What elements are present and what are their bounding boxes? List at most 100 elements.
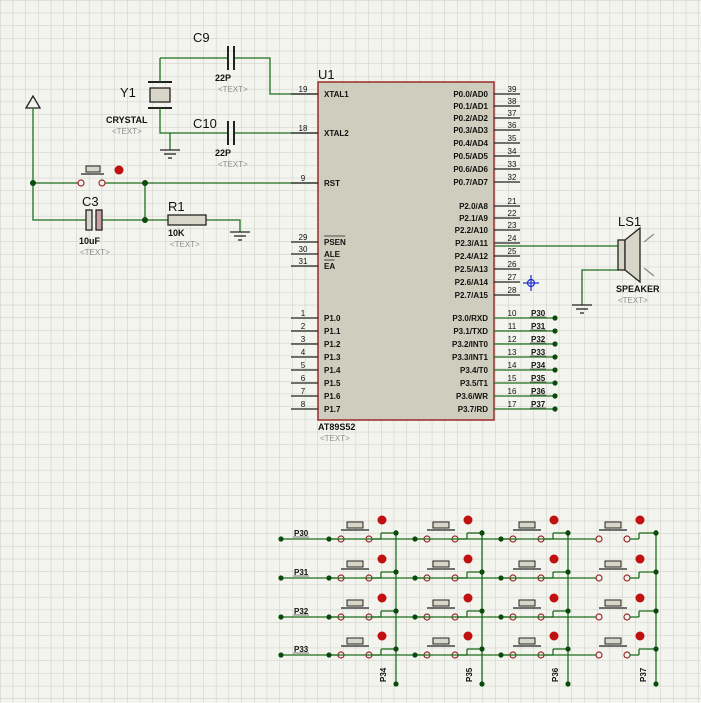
c3-ref: C3 [82, 194, 99, 209]
pin-label: XTAL1 [324, 90, 349, 99]
crosshair-icon [523, 275, 539, 291]
pin-label: P2.4/A12 [455, 252, 489, 261]
button-cap [432, 637, 450, 645]
pin-number: 10 [508, 309, 517, 318]
c10-value: 22P [215, 148, 231, 158]
button-cap [518, 521, 536, 529]
speaker-ls1[interactable]: LS1 SPEAKER <TEXT> [616, 214, 660, 305]
keypad-button-1-3[interactable] [577, 554, 659, 582]
pin-number: 21 [508, 197, 517, 206]
c10-text: <TEXT> [218, 160, 248, 169]
pin-label: P2.3/A11 [455, 239, 488, 248]
pin-number: 28 [508, 286, 517, 295]
junction-dot [326, 614, 332, 620]
pin-number: 16 [508, 387, 517, 396]
button-cap [518, 599, 536, 607]
pin-label: P2.7/A15 [455, 291, 489, 300]
pin-number: 8 [301, 400, 306, 409]
column-net-label: P34 [379, 667, 388, 682]
pin-number: 38 [508, 97, 517, 106]
pin-number: 26 [508, 260, 517, 269]
pin-number: 36 [508, 121, 517, 130]
ls1-ref: LS1 [618, 214, 641, 229]
pin-label: P0.7/AD7 [453, 178, 488, 187]
row-net-label: P33 [294, 645, 309, 654]
chip-u1[interactable]: U1 AT89S52 <TEXT> 19XTAL118XTAL29RST29PS… [291, 67, 558, 443]
keypad-button-3-3[interactable] [577, 631, 659, 659]
pin-number: 25 [508, 247, 517, 256]
pin-label: P0.6/AD6 [453, 165, 488, 174]
pin-label: P0.2/AD2 [453, 114, 488, 123]
pin-number: 37 [508, 109, 517, 118]
net-label: P30 [531, 309, 546, 318]
keypad-button-0-3[interactable] [577, 515, 659, 543]
column-terminal-dot [479, 681, 485, 687]
red-dot-icon [635, 515, 645, 525]
reset-button[interactable] [73, 165, 124, 187]
chip-part: AT89S52 [318, 422, 355, 432]
junction-dot [479, 646, 485, 652]
pin-number: 6 [301, 374, 306, 383]
capacitor-c3[interactable]: C3 10uF <TEXT> [79, 194, 110, 257]
junction-dot [393, 608, 399, 614]
pin-number: 23 [508, 221, 517, 230]
junction-dot [653, 646, 659, 652]
pin-label: P1.6 [324, 392, 341, 401]
capacitor-c9[interactable]: C9 22P <TEXT> [193, 30, 248, 94]
pin-number: 35 [508, 134, 517, 143]
column-net-label: P37 [639, 667, 648, 682]
pin-label: P1.1 [324, 327, 341, 336]
keypad-button-2-3[interactable] [577, 593, 659, 621]
junction-dot [326, 536, 332, 542]
button-contact [595, 574, 603, 582]
crystal-y1[interactable]: Y1 CRYSTAL <TEXT> [106, 72, 172, 136]
net-label: P35 [531, 374, 546, 383]
c3-text: <TEXT> [80, 248, 110, 257]
pin-label: P0.1/AD1 [453, 102, 488, 111]
junction-dot [653, 569, 659, 575]
chip-text: <TEXT> [320, 434, 350, 443]
junction-dot [498, 536, 504, 542]
pin-number: 33 [508, 160, 517, 169]
red-dot-icon [377, 593, 387, 603]
junction-dot [565, 530, 571, 536]
net-terminal-dot [552, 380, 558, 386]
red-dot-icon [377, 554, 387, 564]
r1-ref: R1 [168, 199, 185, 214]
button-cap [346, 560, 364, 568]
red-dot-icon [549, 515, 559, 525]
button-cap [432, 560, 450, 568]
row-net-label: P31 [294, 568, 309, 577]
pin-label: RST [324, 179, 340, 188]
pin-number: 9 [301, 174, 306, 183]
button-cap [604, 521, 622, 529]
pin-number: 29 [299, 233, 308, 242]
red-dot-icon [549, 631, 559, 641]
junction-dot [412, 614, 418, 620]
resistor-r1[interactable]: R1 10K <TEXT> [167, 199, 207, 249]
row-net-label: P32 [294, 607, 309, 616]
pin-label: P1.0 [324, 314, 341, 323]
net-terminal-dot [552, 393, 558, 399]
red-dot-icon [635, 631, 645, 641]
row-terminal-dot [278, 614, 284, 620]
pin-number: 22 [508, 209, 517, 218]
button-cap [518, 560, 536, 568]
ground-symbol [160, 149, 180, 159]
ls1-value: SPEAKER [616, 284, 660, 294]
ls1-text: <TEXT> [618, 296, 648, 305]
pin-number: 31 [299, 257, 308, 266]
column-terminal-dot [565, 681, 571, 687]
pin-number: 2 [301, 322, 306, 331]
red-dot-icon [463, 554, 473, 564]
pin-label: PSEN [324, 238, 346, 247]
net-label: P36 [531, 387, 546, 396]
pin-number: 18 [299, 124, 308, 133]
net-label: P31 [531, 322, 546, 331]
capacitor-c10[interactable]: C10 22P <TEXT> [193, 116, 248, 169]
junction-dot [653, 608, 659, 614]
ground-symbol [572, 304, 592, 314]
